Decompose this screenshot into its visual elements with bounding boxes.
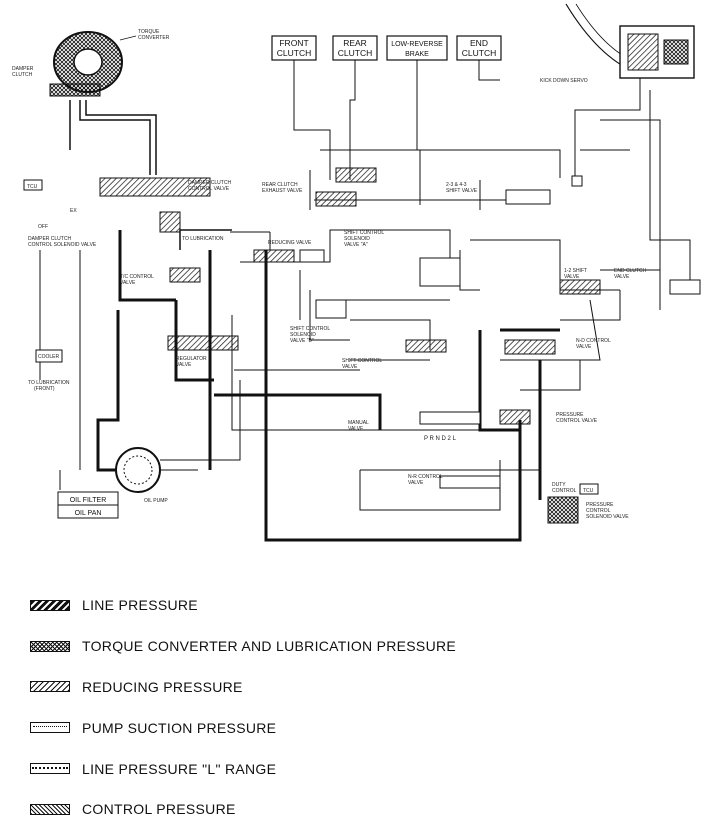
sc-sol-a-label-2: SOLENOID [344, 236, 370, 242]
oil-filter-box: OIL FILTER OIL PAN [57, 491, 119, 519]
legend-label-line-pressure: LINE PRESSURE [82, 597, 198, 614]
to-lub-front-label-1: TO LUBRICATION [28, 380, 70, 386]
tcu-top-box: TCU [23, 179, 43, 191]
sc-sol-a-label-3: VALVE "A" [344, 242, 368, 248]
end-clutch-label-2: CLUTCH [462, 48, 496, 58]
nr-control-label-1: N-R CONTROL [408, 474, 443, 480]
reducing-valve-label: REDUCING [268, 240, 295, 246]
off-label: OFF [38, 224, 48, 230]
rce-valve-label-1: REAR CLUTCH [262, 182, 298, 188]
reducing-valve-label-2: VALVE [296, 240, 312, 246]
end-clutch-box: END CLUTCH [456, 35, 502, 61]
tcu-right-box: TCU [579, 483, 599, 495]
legend-label-torque-converter: TORQUE CONVERTER AND LUBRICATION PRESSUR… [82, 638, 457, 655]
oil-pump-label: OIL PUMP [144, 498, 168, 504]
tcc-valve-label-1: T/C CONTROL [120, 274, 154, 280]
low-reverse-label-2: BRAKE [405, 51, 429, 58]
torque-converter-label-1: TORQUE [138, 29, 160, 35]
legend-item-control: CONTROL PRESSURE [30, 789, 670, 830]
regulator-valve-label-1: REGULATOR [176, 356, 207, 362]
l-range-swatch [30, 763, 70, 775]
tcu-top-label: TCU [27, 184, 38, 190]
damper-clutch-label-2: CLUTCH [12, 72, 33, 78]
shift-valve-2-3-label-1: 2-3 & 4-3 [446, 182, 467, 188]
damper-clutch-label-1: DAMPER [12, 66, 34, 72]
front-clutch-label-2: CLUTCH [277, 48, 311, 58]
sc-sol-b-label-3: VALVE "B" [290, 338, 314, 344]
sc-valve-label-1: SHIFT CONTROL [342, 358, 382, 364]
cooler-label: COOLER [38, 354, 60, 360]
low-reverse-label-1: LOW-REVERSE [391, 41, 443, 48]
prndl-label: P R N D 2 L [424, 436, 457, 442]
end-clutch-valve-label-1: END CLUTCH [614, 268, 647, 274]
nd-control-label-2: VALVE [576, 344, 592, 350]
valve-bodies [99, 167, 701, 524]
dcc-valve-label-2: CONTROL VALVE [188, 186, 230, 192]
component-labels: DAMPER CLUTCH CONTROL VALVE DAMPER CLUTC… [28, 180, 647, 520]
cooler-box: COOLER [35, 349, 63, 363]
pc-valve-label-1: PRESSURE [556, 412, 584, 418]
shift-1-2-label-2: VALVE [564, 274, 580, 280]
to-lubrication-label: TO LUBRICATION [182, 236, 224, 242]
oil-filter-label: OIL FILTER [70, 497, 107, 504]
duty-control-label-1: DUTY [552, 482, 566, 488]
rear-clutch-label-1: REAR [343, 38, 367, 48]
manual-valve-label-1: MANUAL [348, 420, 369, 426]
tcu-right-label: TCU [583, 488, 594, 494]
pcs-valve-label-3: SOLENOID VALVE [586, 514, 629, 520]
shift-valve-2-3-label-2: SHIFT VALVE [446, 188, 478, 194]
torque-converter-label-2: CONVERTER [138, 35, 170, 41]
torque-converter: TORQUE CONVERTER DAMPER CLUTCH [12, 29, 170, 97]
legend-label-l-range: LINE PRESSURE "L" RANGE [82, 760, 277, 777]
legend-label-reducing: REDUCING PRESSURE [82, 678, 243, 695]
to-lub-front-label-2: (FRONT) [34, 386, 55, 392]
legend-item-l-range: LINE PRESSURE "L" RANGE [30, 748, 670, 789]
pump-suction-swatch [30, 722, 70, 734]
nd-control-label-1: N-D CONTROL [576, 338, 611, 344]
sc-sol-b-label-2: SOLENOID [290, 332, 316, 338]
rce-valve-label-2: EXHAUST VALVE [262, 188, 303, 194]
legend-label-pump-suction: PUMP SUCTION PRESSURE [82, 719, 277, 736]
pcs-valve-label-2: CONTROL [586, 508, 611, 514]
legend-label-control: CONTROL PRESSURE [82, 801, 236, 818]
legend-item-line-pressure: LINE PRESSURE [30, 585, 670, 626]
sc-valve-label-2: VALVE [342, 364, 358, 370]
regulator-valve-label-2: VALVE [176, 362, 192, 368]
oil-pan-label: OIL PAN [75, 510, 102, 517]
legend-item-torque-converter: TORQUE CONVERTER AND LUBRICATION PRESSUR… [30, 626, 670, 667]
nr-control-label-2: VALVE [408, 480, 424, 486]
kickdown-servo-label: KICK DOWN SERVO [540, 78, 588, 84]
end-clutch-valve-label-2: VALVE [614, 274, 630, 280]
shift-1-2-label-1: 1-2 SHIFT [564, 268, 587, 274]
control-pressure-swatch [30, 803, 70, 815]
line-pressure-lines [96, 230, 560, 542]
duty-control-label-2: CONTROL [552, 488, 577, 494]
lubrication-lines [69, 100, 232, 250]
rear-clutch-box: REAR CLUTCH [332, 35, 378, 61]
pc-valve-label-2: CONTROL VALVE [556, 418, 598, 424]
legend-item-reducing: REDUCING PRESSURE [30, 667, 670, 708]
legend: LINE PRESSURE TORQUE CONVERTER AND LUBRI… [30, 585, 670, 830]
tcc-valve-label-2: VALVE [120, 280, 136, 286]
torque-converter-swatch [30, 640, 70, 652]
dccs-valve-label-2: CONTROL SOLENOID VALVE [28, 242, 97, 248]
end-clutch-label-1: END [470, 38, 488, 48]
rear-clutch-label-2: CLUTCH [338, 48, 372, 58]
sc-sol-a-label-1: SHIFT CONTROL [344, 230, 384, 236]
legend-item-pump-suction: PUMP SUCTION PRESSURE [30, 707, 670, 748]
reducing-pressure-swatch [30, 681, 70, 693]
dcc-valve-label-1: DAMPER CLUTCH [188, 180, 231, 186]
oil-pump: OIL PUMP [115, 447, 168, 504]
ex-label: EX [70, 208, 77, 214]
front-clutch-label-1: FRONT [279, 38, 308, 48]
low-reverse-brake-box: LOW-REVERSE BRAKE [386, 35, 448, 61]
sc-sol-b-label-1: SHIFT CONTROL [290, 326, 330, 332]
kickdown-servo: KICK DOWN SERVO [540, 3, 695, 84]
manual-valve-label-2: VALVE [348, 426, 364, 432]
hydraulic-circuit-diagram: FRONT CLUTCH REAR CLUTCH LOW-REVERSE BRA… [12, 3, 701, 542]
line-pressure-swatch [30, 599, 70, 611]
dccs-valve-label-1: DAMPER CLUTCH [28, 236, 71, 242]
pcs-valve-label-1: PRESSURE [586, 502, 614, 508]
front-clutch-box: FRONT CLUTCH [271, 35, 317, 61]
